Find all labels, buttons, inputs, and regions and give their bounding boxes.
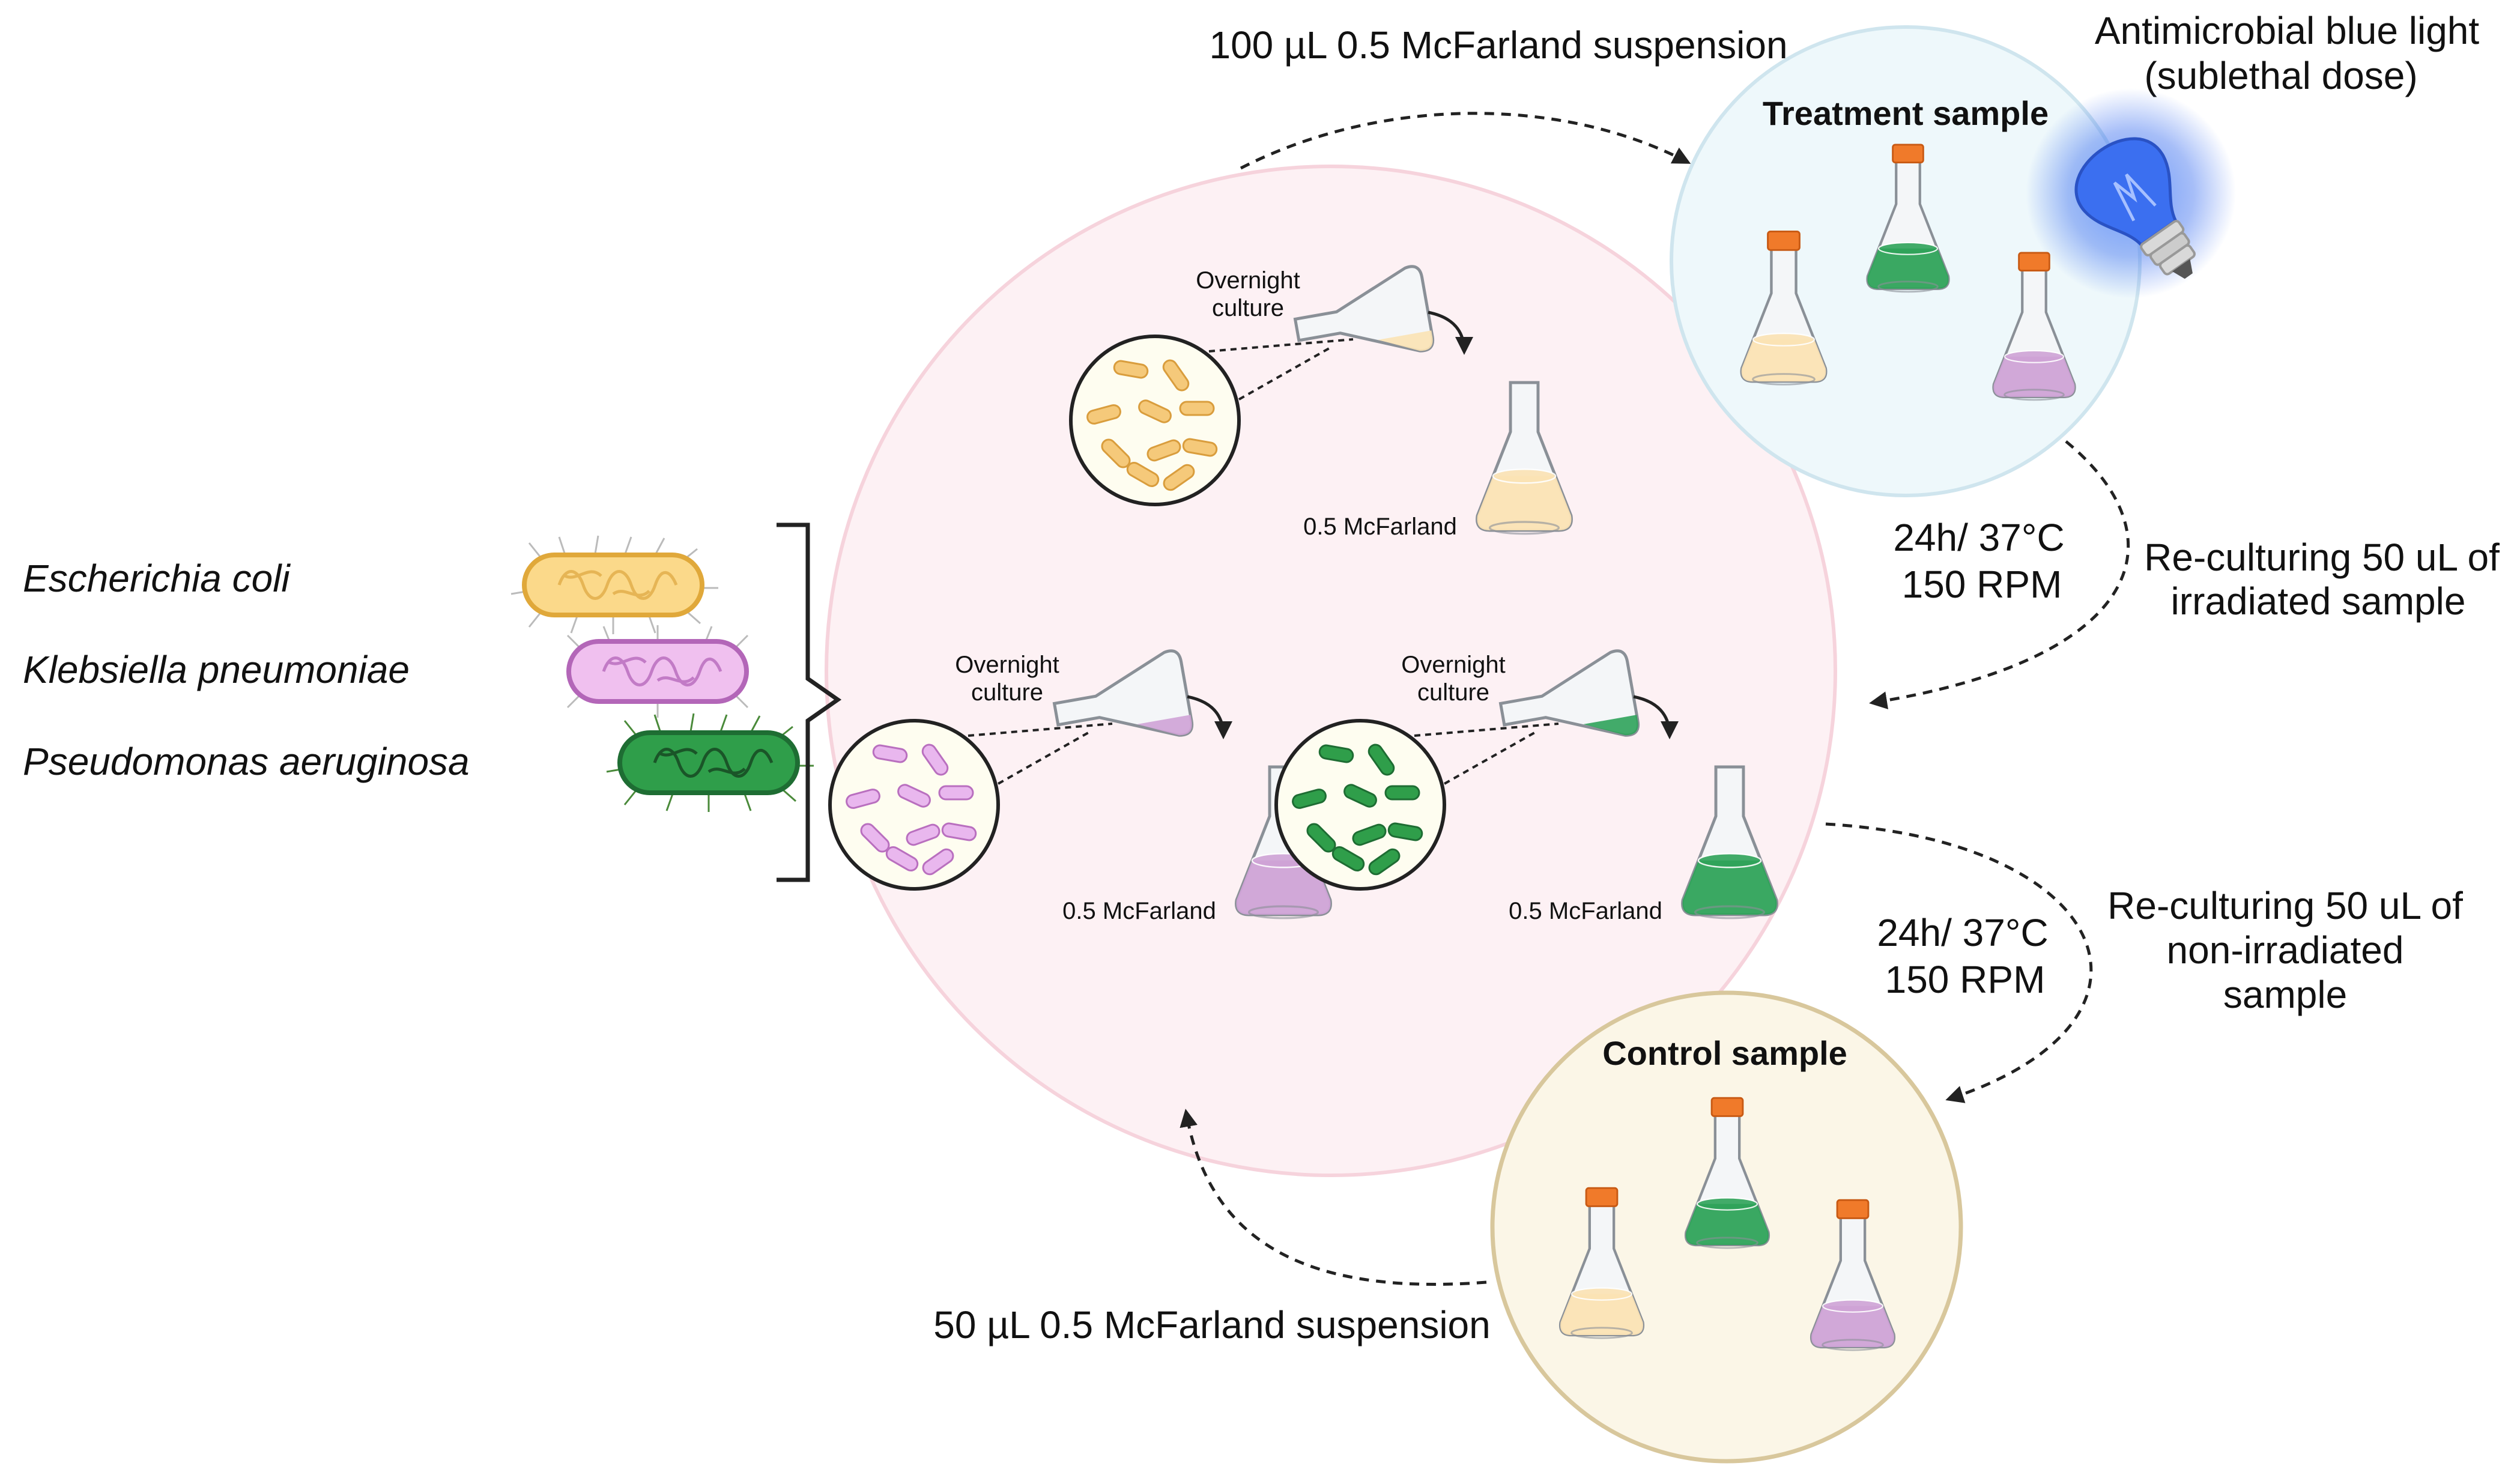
bacterium-klebsiella-icon [566, 625, 749, 718]
mcfarland-flask [1476, 381, 1573, 535]
control-flask-3 [1810, 1199, 1896, 1351]
overnight-culture-label-line2: culture [1212, 295, 1284, 321]
bacteria-label-pseudomonas: Pseudomonas aeruginosa [23, 740, 470, 783]
grouping-brace [777, 522, 842, 882]
microscope-view [1069, 335, 1241, 506]
control-flask-2 [1684, 1097, 1770, 1249]
label-control-incubation-1: 24h/ 37°C [1877, 911, 2048, 954]
light-label-line1: Antimicrobial blue light [2095, 9, 2480, 52]
bacterium-rod [906, 823, 940, 846]
bacterium-rod [1368, 848, 1401, 876]
bacterium-rod [1368, 744, 1395, 776]
label-control-incubation-2: 150 RPM [1885, 958, 2046, 1001]
label-control-reculture-1: Re-culturing 50 uL of [2107, 884, 2463, 927]
control-flasks [1558, 1097, 1896, 1351]
arrow-to-treatment [1240, 112, 1691, 170]
blue-light-bulb-icon [2026, 88, 2236, 298]
bacterium-rod [1179, 401, 1215, 416]
mcfarland-label: 0.5 McFarland [1303, 513, 1457, 540]
bacterium-rod [938, 785, 974, 801]
pouring-flask [1293, 265, 1435, 353]
pouring-flask [1052, 649, 1194, 737]
mcfarland-flask [1681, 765, 1778, 919]
arrow-from-control [1180, 1109, 1487, 1286]
mcfarland-label: 0.5 McFarland [1062, 898, 1216, 924]
treatment-sample-title: Treatment sample [1763, 94, 2049, 132]
label-treatment-reculture-2: irradiated sample [2171, 580, 2466, 623]
bacterium-rod [1387, 822, 1423, 841]
pouring-flask [1498, 649, 1640, 737]
bacterium-rod [1086, 404, 1121, 425]
bacterium-pseudomonas-icon [606, 713, 814, 812]
bacterium-rod [1146, 439, 1181, 462]
overnight-culture-label-line2: culture [971, 679, 1043, 706]
microscope-view [828, 719, 1000, 891]
control-flask-1 [1558, 1187, 1645, 1339]
bacterium-rod [941, 822, 977, 841]
bacterium-rod [846, 789, 880, 809]
bacterium-rod [1113, 360, 1149, 379]
label-from-control: 50 µL 0.5 McFarland suspension [933, 1303, 1490, 1346]
microscope-view [1274, 719, 1446, 891]
overnight-culture-label-line1: Overnight [955, 652, 1059, 678]
overnight-culture-label-line1: Overnight [1196, 267, 1300, 294]
bacterium-rod [921, 744, 949, 776]
bacterium-rod [1163, 464, 1195, 491]
label-treatment-incubation-2: 150 RPM [1902, 563, 2062, 606]
bacterium-rod [922, 848, 954, 876]
label-to-treatment: 100 µL 0.5 McFarland suspension [1209, 23, 1787, 67]
treatment-flask-2 [1866, 144, 1950, 293]
treatment-flask-3 [1992, 252, 2076, 401]
light-label-line2: (sublethal dose) [2144, 54, 2417, 97]
mcfarland-label: 0.5 McFarland [1509, 898, 1662, 924]
bacterium-ecoli-icon [510, 535, 718, 634]
arrow-to-control [1825, 822, 2093, 1103]
overnight-culture-label-line1: Overnight [1401, 652, 1505, 678]
label-control-reculture-2: non-irradiated [2167, 928, 2404, 972]
control-sample-title: Control sample [1602, 1034, 1847, 1072]
treatment-flask-1 [1740, 230, 1828, 386]
bacterium-rod [1318, 744, 1354, 763]
bacterium-rod [1182, 438, 1218, 457]
bacterium-rod [872, 744, 908, 763]
bacterium-rod [1331, 846, 1365, 871]
label-treatment-reculture-1: Re-culturing 50 uL of [2144, 536, 2500, 579]
bacterium-rod [1162, 359, 1190, 392]
arrow-treatment-return [1869, 440, 2130, 710]
bacteria-label-klebsiella: Klebsiella pneumoniae [23, 648, 410, 691]
bacterium-rod [1384, 785, 1420, 801]
bacterium-rod [1343, 784, 1377, 808]
bacteria-label-ecoli: Escherichia coli [23, 557, 291, 600]
bacterium-rod [1292, 789, 1327, 809]
bacterium-rod [897, 784, 931, 808]
bacterium-rod [1352, 823, 1387, 846]
bacterium-rod [1138, 399, 1172, 423]
label-control-reculture-3: sample [2223, 973, 2347, 1016]
bacterium-rod [885, 846, 919, 871]
treatment-flasks [1740, 144, 2076, 401]
bacterium-rod [1126, 462, 1160, 487]
overnight-culture-label-line2: culture [1417, 679, 1489, 706]
label-treatment-incubation-1: 24h/ 37°C [1893, 516, 2064, 559]
